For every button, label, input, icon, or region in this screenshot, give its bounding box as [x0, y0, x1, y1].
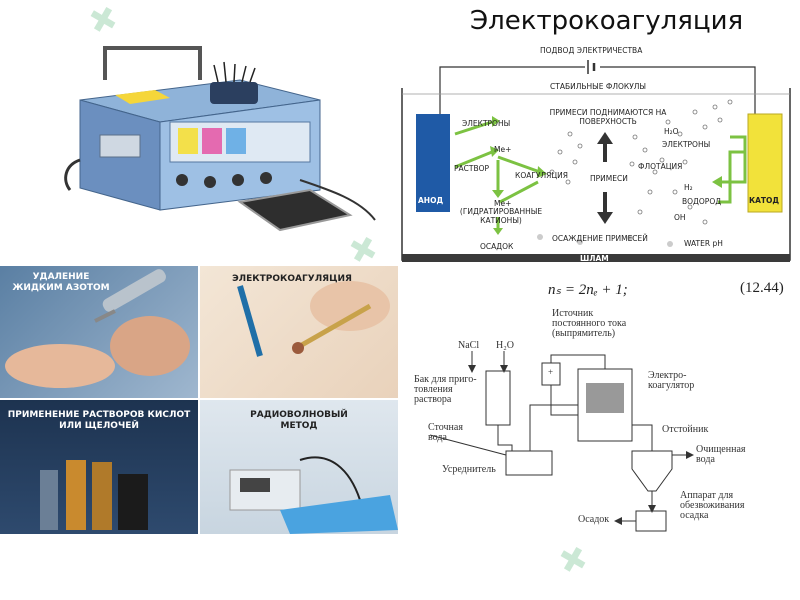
h2-label: H₂ — [684, 183, 693, 192]
liquid-nitrogen-illustration — [5, 269, 190, 388]
page-title: Электрокоагуляция — [470, 6, 744, 36]
power-plus-sign: + — [548, 367, 553, 377]
sludge-bar — [402, 254, 790, 262]
me-plus-label-2: Me+ — [494, 199, 512, 208]
stable-flocs-label: СТАБИЛЬНЫЕ ФЛОКУЛЫ — [550, 82, 647, 91]
tile1-label: УДАЛЕНИЕ ЖИДКИМ АЗОТОМ — [12, 272, 110, 293]
electrocoagulation-diagram: ПОДВОД ЭЛЕКТРИЧЕСТВА СТАБИЛЬНЫЕ ФЛОКУЛЫ … — [400, 42, 792, 267]
power-supply-label: ПОДВОД ЭЛЕКТРИЧЕСТВА — [540, 46, 643, 55]
scheme-power-source: Источник постоянного тока (выпрямитель) — [552, 308, 627, 339]
tile-liquid-nitrogen: УДАЛЕНИЕ ЖИДКИМ АЗОТОМ — [0, 266, 198, 398]
diagram-graphics — [401, 60, 791, 262]
oh-label: OH — [674, 213, 686, 222]
tile4-label: РАДИОВОЛНОВЫЙ МЕТОД — [250, 410, 348, 431]
tile2-label: ЭЛЕКТРОКОАГУЛЯЦИЯ — [232, 274, 352, 284]
electrons-right-label: ЭЛЕКТРОНЫ — [662, 140, 711, 149]
watermark: ✚ — [549, 537, 599, 583]
process-scheme: + NaCl H₂O Источник постоянного тока (вы… — [400, 305, 795, 540]
scheme-dewatering: Аппарат для обезвоживания осадка — [680, 490, 745, 521]
watermark: ✚ — [79, 0, 129, 43]
scheme-averager: Усреднитель — [442, 464, 496, 475]
me-plus-label-1: Me+ — [494, 145, 512, 154]
hydrogen-label: ВОДОРОД — [682, 197, 722, 206]
formula: nₛ = 2nₑ + 1; — [548, 282, 628, 298]
impurities-settle-label: ОСАЖДЕНИЕ ПРИМЕСЕЙ — [552, 234, 648, 243]
scheme-sludge: Осадок — [578, 514, 610, 525]
electrocoagulator-device-image — [64, 46, 376, 232]
hydrated-cations-label: (ГИДРАТИРОВАННЫЕ КАТИОНЫ) — [459, 207, 543, 225]
anode-electrode — [416, 114, 450, 212]
tile-acid-alkali: ПРИМЕНЕНИЕ РАСТВОРОВ КИСЛОТ ИЛИ ЩЕЛОЧЕЙ — [0, 400, 198, 534]
scheme-graphics: + — [429, 351, 694, 532]
scheme-wastewater: Сточная вода — [428, 422, 463, 443]
radiowave-illustration — [229, 456, 398, 534]
formula-number: (12.44) — [740, 280, 784, 296]
solution-label: РАСТВОР — [454, 164, 490, 173]
impurities-rise-label: ПРИМЕСИ ПОДНИМАЮТСЯ НА ПОВЕРХНОСТЬ — [549, 108, 667, 126]
sludge-label: ШЛАМ — [580, 254, 609, 263]
scheme-settler: Отстойник — [662, 424, 709, 435]
tile-radiowave: РАДИОВОЛНОВЫЙ МЕТОД — [200, 400, 398, 534]
electrons-label: ЭЛЕКТРОНЫ — [462, 119, 511, 128]
sediment-label: ОСАДОК — [480, 242, 514, 251]
impurities-label: ПРИМЕСИ — [590, 174, 628, 183]
h2o-label: H₂O — [664, 127, 679, 136]
coagulation-label: КОАГУЛЯЦИЯ — [515, 171, 568, 180]
flotation-label: ФЛОТАЦИЯ — [638, 162, 683, 171]
tile-electrocoagulation: ЭЛЕКТРОКОАГУЛЯЦИЯ — [200, 266, 398, 398]
cathode-electrode — [747, 113, 783, 213]
bottles-illustration — [40, 460, 148, 530]
scheme-tank: Бак для приго- товления раствора — [414, 374, 477, 405]
tile3-label: ПРИМЕНЕНИЕ РАСТВОРОВ КИСЛОТ ИЛИ ЩЕЛОЧЕЙ — [7, 410, 191, 431]
cathode-label: КАТОД — [749, 196, 780, 205]
scheme-electrocoagulator: Электро- коагулятор — [648, 370, 695, 391]
scheme-treated-water: Очищенная вода — [696, 444, 746, 465]
electrocoagulation-illustration — [237, 281, 390, 357]
scheme-h2o: H₂O — [496, 340, 514, 351]
treatment-methods-collage: УДАЛЕНИЕ ЖИДКИМ АЗОТОМ ЭЛЕКТРОКОАГУЛЯЦИЯ… — [0, 266, 398, 534]
scheme-nacl: NaCl — [458, 340, 480, 351]
water-ph-label: WATER pH — [684, 239, 723, 248]
anode-label: АНОД — [418, 196, 444, 205]
